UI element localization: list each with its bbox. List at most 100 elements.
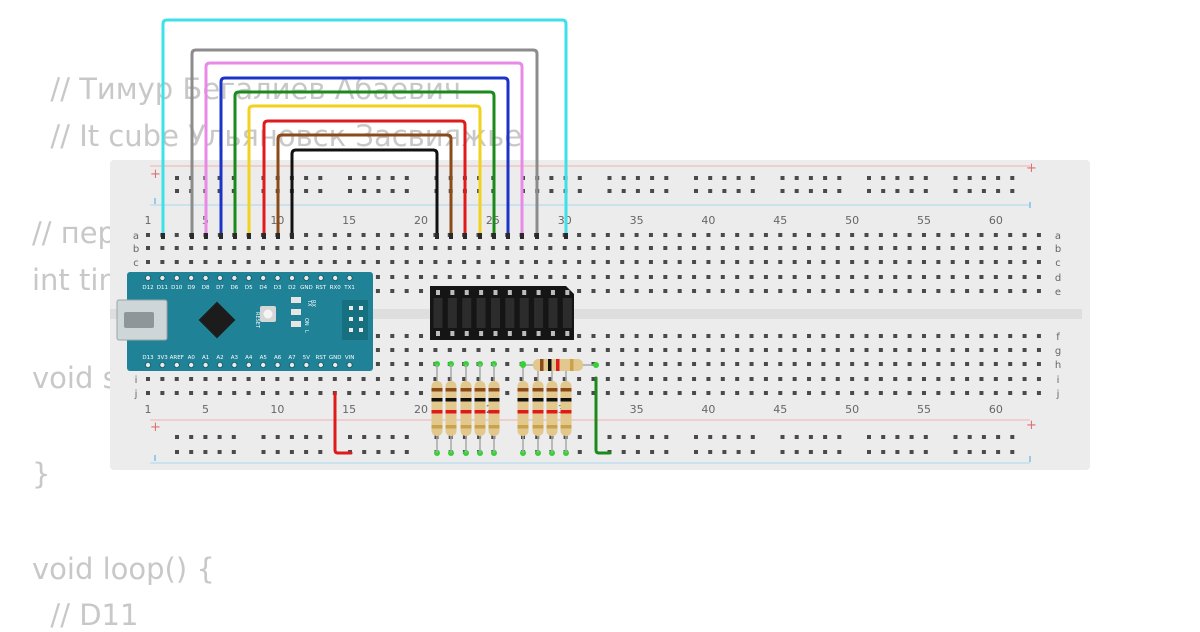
rail-hole: [189, 450, 194, 454]
arduino-top-pin[interactable]: [274, 274, 281, 281]
arduino-top-pin[interactable]: [317, 274, 324, 281]
wire-end-pin: [233, 233, 237, 239]
wire-cyan[interactable]: [161, 18, 568, 238]
arduino-top-pin[interactable]: [144, 274, 151, 281]
terminal-hole: [663, 348, 668, 352]
terminal-hole: [850, 391, 855, 395]
terminal-hole: [706, 348, 711, 352]
arduino-top-pin[interactable]: [231, 274, 238, 281]
arduino-bottom-pin-label: 3V3: [157, 355, 168, 361]
terminal-hole: [706, 289, 711, 293]
resistor-band: [445, 388, 457, 392]
arduino-bottom-pin[interactable]: [332, 361, 339, 368]
arduino-bottom-pin[interactable]: [202, 361, 209, 368]
terminal-hole: [1036, 246, 1041, 250]
arduino-top-pin[interactable]: [332, 274, 339, 281]
terminal-hole: [907, 334, 912, 338]
terminal-hole: [160, 391, 165, 395]
wire-green[interactable]: [233, 90, 496, 238]
arduino-bottom-pin[interactable]: [274, 361, 281, 368]
rail-hole: [549, 189, 554, 193]
arduino-bottom-pin[interactable]: [288, 361, 295, 368]
arduino-bottom-pin[interactable]: [144, 361, 151, 368]
terminal-hole: [907, 362, 912, 366]
arduino-top-pin[interactable]: [202, 274, 209, 281]
terminal-hole: [260, 246, 265, 250]
rail-hole: [650, 450, 655, 454]
wire-red[interactable]: [262, 119, 467, 238]
resistor[interactable]: [445, 361, 457, 456]
resistor-horizontal[interactable]: [520, 359, 599, 371]
arduino-bottom-pin[interactable]: [231, 361, 238, 368]
terminal-hole: [907, 275, 912, 279]
rail-hole: [823, 435, 828, 439]
wire-pink[interactable]: [204, 61, 524, 238]
resistor[interactable]: [560, 361, 572, 456]
terminal-hole: [1022, 348, 1027, 352]
arduino-top-pin[interactable]: [188, 274, 195, 281]
terminal-hole: [993, 377, 998, 381]
wire-brown[interactable]: [276, 133, 453, 238]
terminal-hole: [663, 334, 668, 338]
arduino-bottom-pin[interactable]: [216, 361, 223, 368]
arduino-top-pin[interactable]: [159, 274, 166, 281]
arduino-top-pin[interactable]: [173, 274, 180, 281]
bargraph-segment: [433, 298, 443, 328]
resistor[interactable]: [460, 361, 472, 456]
led-bar-graph[interactable]: [430, 286, 574, 340]
terminal-hole: [160, 377, 165, 381]
rail-hole: [635, 435, 640, 439]
arduino-bottom-pin[interactable]: [173, 361, 180, 368]
bargraph-segment: [519, 298, 529, 328]
resistor[interactable]: [517, 361, 529, 456]
resistor[interactable]: [546, 361, 558, 456]
terminal-hole: [548, 246, 553, 250]
arduino-top-pin[interactable]: [260, 274, 267, 281]
resistor-band: [474, 398, 486, 402]
terminal-hole: [763, 348, 768, 352]
wire-yellow[interactable]: [247, 104, 482, 238]
terminal-hole: [893, 362, 898, 366]
wire-green-ground[interactable]: [594, 376, 612, 455]
bargraph-pin-bottom: [479, 331, 484, 336]
arduino-bottom-pin[interactable]: [245, 361, 252, 368]
resistor[interactable]: [474, 361, 486, 456]
arduino-top-pin[interactable]: [346, 274, 353, 281]
terminal-hole: [792, 233, 797, 237]
arduino-top-pin-label: D11: [157, 285, 168, 291]
arduino-bottom-pin[interactable]: [159, 361, 166, 368]
wire-blue[interactable]: [219, 76, 510, 238]
terminal-hole: [936, 260, 941, 264]
arduino-bottom-pin[interactable]: [303, 361, 310, 368]
resistor[interactable]: [488, 361, 500, 456]
terminal-hole: [533, 348, 538, 352]
wire-red-ground[interactable]: [333, 391, 353, 455]
rail-hole: [261, 435, 266, 439]
arduino-top-pin[interactable]: [303, 274, 310, 281]
terminal-hole: [1022, 246, 1027, 250]
terminal-hole: [275, 377, 280, 381]
jumper-wires[interactable]: [161, 18, 612, 455]
resistor-array[interactable]: [431, 359, 600, 456]
resistor-band: [546, 410, 558, 414]
arduino-top-pin[interactable]: [245, 274, 252, 281]
terminal-hole: [318, 233, 323, 237]
rail-hole: [881, 189, 886, 193]
terminal-hole: [591, 391, 596, 395]
terminal-hole: [433, 377, 438, 381]
wire-gray[interactable]: [190, 48, 539, 238]
terminal-hole: [835, 334, 840, 338]
arduino-top-pin[interactable]: [216, 274, 223, 281]
wire-black[interactable]: [290, 148, 439, 238]
terminal-hole: [577, 260, 582, 264]
led-label-rx: RX: [310, 300, 316, 307]
rail-hole: [794, 189, 799, 193]
arduino-bottom-pin[interactable]: [346, 361, 353, 368]
arduino-bottom-pin[interactable]: [260, 361, 267, 368]
arduino-bottom-pin[interactable]: [317, 361, 324, 368]
resistor[interactable]: [431, 361, 443, 456]
arduino-top-pin[interactable]: [288, 274, 295, 281]
terminal-hole: [850, 260, 855, 264]
arduino-bottom-pin[interactable]: [188, 361, 195, 368]
